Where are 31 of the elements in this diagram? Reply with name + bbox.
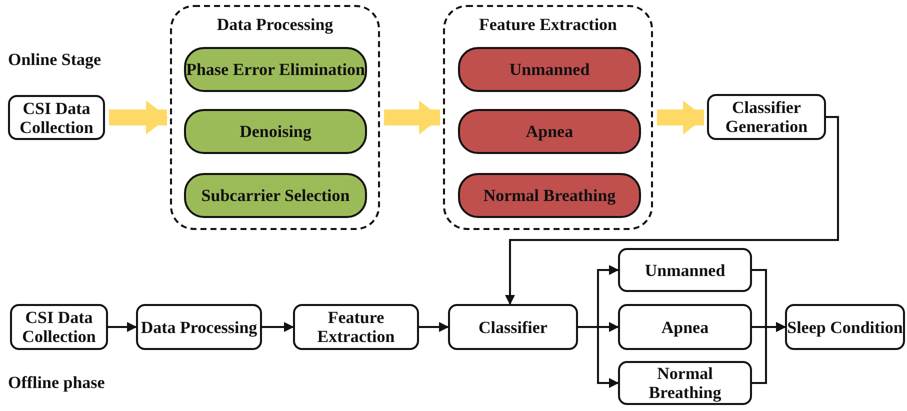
arrow [505, 116, 839, 305]
arrow [108, 322, 137, 332]
process-box: CSI Data Collection [8, 95, 105, 140]
process-box: Normal Breathing [618, 361, 752, 405]
arrow [262, 322, 294, 332]
rounded-process-box: Unmanned [458, 47, 641, 92]
arrow [752, 322, 786, 384]
process-box: Feature Extraction [293, 304, 419, 350]
process-box: Sleep Condition [785, 304, 905, 350]
block-arrow [384, 100, 441, 134]
process-box: Data Processing [136, 304, 262, 350]
group-heading: Feature Extraction [478, 15, 617, 35]
group-heading: Data Processing [216, 15, 334, 35]
stage-label: Online Stage [8, 50, 102, 70]
arrow [578, 326, 619, 388]
dashed-group-box [443, 5, 653, 230]
rounded-process-box: Denoising [184, 109, 367, 154]
process-box: Classifier [448, 304, 578, 350]
process-box: Apnea [618, 304, 752, 350]
process-box: Unmanned [618, 248, 752, 292]
process-box: Classifier Generation [707, 94, 826, 140]
rounded-process-box: Subcarrier Selection [184, 173, 367, 218]
stage-label: Offline phase [8, 373, 105, 393]
block-arrow [109, 100, 168, 134]
dashed-group-box [170, 5, 380, 230]
block-arrow [657, 100, 705, 134]
rounded-process-box: Normal Breathing [458, 173, 641, 218]
rounded-process-box: Apnea [458, 109, 641, 154]
arrow [419, 322, 449, 332]
process-box: CSI Data Collection [10, 304, 108, 350]
rounded-process-box: Phase Error Elimination [184, 47, 367, 92]
